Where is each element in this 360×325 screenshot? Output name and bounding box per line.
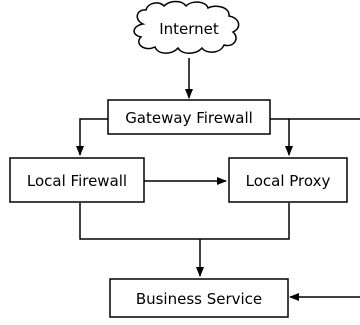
gateway-firewall-box — [107, 99, 271, 135]
gateway-firewall-label: Gateway Firewall — [125, 109, 253, 127]
node-local-proxy: Local Proxy — [228, 157, 348, 203]
local-proxy-box — [228, 157, 348, 203]
local-firewall-label: Local Firewall — [27, 172, 127, 190]
cloud-icon — [133, 0, 240, 54]
edges — [76, 58, 360, 297]
node-business-service: Business Service — [109, 278, 289, 318]
local-firewall-box — [9, 157, 145, 203]
edge-local-firewall-merge — [79, 203, 200, 240]
business-service-box — [109, 278, 289, 318]
edge-gateway-firewall-to-local-firewall — [76, 118, 108, 156]
local-proxy-label: Local Proxy — [246, 172, 331, 190]
node-internet: Internet — [133, 0, 240, 54]
edge-gateway-firewall-to-business-service — [289, 118, 360, 297]
node-local-firewall: Local Firewall — [9, 157, 145, 203]
internet-label: Internet — [159, 20, 219, 38]
edge-gateway-firewall-to-local-proxy — [270, 118, 293, 156]
node-gateway-firewall: Gateway Firewall — [107, 99, 271, 135]
edge-local-proxy-merge — [200, 203, 290, 240]
business-service-label: Business Service — [136, 290, 262, 308]
